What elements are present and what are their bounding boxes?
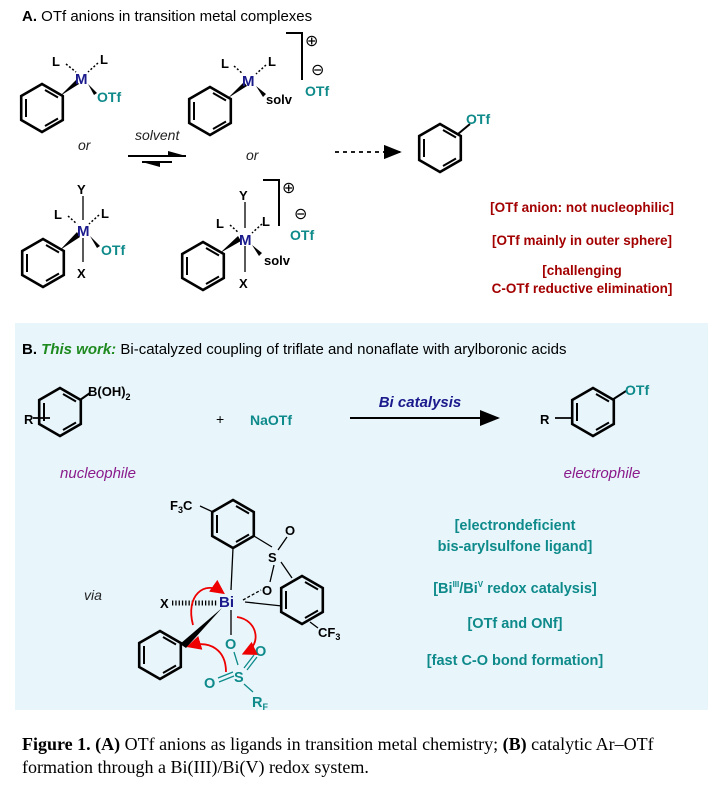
note: [BiIII/BiV redox catalysis] <box>433 580 597 597</box>
arrow-label: Bi catalysis <box>379 394 462 411</box>
y-label: Y <box>77 182 86 197</box>
solv-label: solv <box>266 92 293 107</box>
ligand-label: L <box>54 207 62 222</box>
positive-charge: ⊕ <box>305 33 318 50</box>
note: bis-arylsulfone ligand] <box>438 539 593 555</box>
note: [fast C-O bond formation] <box>427 653 604 669</box>
caption-part-a: (A) <box>95 734 121 754</box>
ligand-label: L <box>100 52 108 67</box>
note: [challenging <box>542 263 622 278</box>
r-group-label: R <box>24 412 34 427</box>
scheme: A. OTf anions in transition metal comple… <box>15 8 708 712</box>
x-label: X <box>77 266 86 281</box>
note: C-OTf reductive elimination] <box>492 281 673 296</box>
ligand-label: L <box>101 206 109 221</box>
panel-b-title: B. This work: Bi-catalyzed coupling of t… <box>22 341 566 358</box>
note: [electrondeficient <box>455 518 576 534</box>
f3c-label: F3C <box>170 498 193 515</box>
aryl-triflate-product: OTf <box>417 111 490 174</box>
oxygen-label: O <box>225 637 236 653</box>
y-label: Y <box>239 188 248 203</box>
metal-label: M <box>77 223 90 240</box>
naotf-label: NaOTf <box>250 412 292 428</box>
plus-sign: + <box>216 411 224 427</box>
phenyl-ring <box>180 240 226 292</box>
or-label: or <box>246 147 260 163</box>
metal-label: M <box>239 232 252 249</box>
panel-b-background <box>15 323 708 710</box>
negative-charge: ⊖ <box>311 62 324 79</box>
boronic-acid-label: B(OH)2 <box>88 384 131 402</box>
figure-caption: Figure 1. (A) OTf anions as ligands in t… <box>22 733 712 779</box>
cationic-octahedral-complex: Y L L M solv X ⊕ ⊖ OTf <box>180 179 314 292</box>
x-label: X <box>160 596 169 611</box>
panel-a-title: A. OTf anions in transition metal comple… <box>22 8 312 25</box>
or-label: or <box>78 137 92 153</box>
otf-label: OTf <box>97 89 121 105</box>
metal-label: M <box>242 73 255 90</box>
solv-label: solv <box>264 253 291 268</box>
aryl-metal-otf-complex: L L M OTf <box>19 52 121 134</box>
phenyl-ring <box>19 82 65 134</box>
panel-b-notes: [electrondeficient bis-arylsulfone ligan… <box>427 518 604 669</box>
phenyl-ring <box>187 85 233 137</box>
bismuth-label: Bi <box>219 594 234 611</box>
x-label: X <box>239 276 248 291</box>
otf-label: OTf <box>466 111 490 127</box>
oxygen-label: O <box>204 676 215 692</box>
negative-charge: ⊖ <box>294 206 307 223</box>
panel-b: B. This work: Bi-catalyzed coupling of t… <box>15 323 708 712</box>
electron-arrow <box>186 636 227 673</box>
bismuth-intermediate: S O O CF3 F3C Bi X O S O <box>137 498 340 712</box>
oxygen-label: O <box>255 644 266 660</box>
electron-arrow <box>190 579 225 626</box>
arylboronic-acid: R B(OH)2 <box>24 384 131 438</box>
panel-a: A. OTf anions in transition metal comple… <box>19 8 674 296</box>
ligand-label: L <box>221 56 229 71</box>
ligand-label: L <box>268 54 276 69</box>
phenyl-ring <box>417 122 463 174</box>
solvent-label: solvent <box>135 127 180 143</box>
otf-counterion: OTf <box>305 83 329 99</box>
rf-label: RF <box>252 695 268 712</box>
positive-charge: ⊕ <box>282 180 295 197</box>
phenyl-ring <box>20 237 66 289</box>
panel-a-notes: [OTf anion: not nucleophilic] [OTf mainl… <box>490 200 674 296</box>
metal-label: M <box>75 71 88 88</box>
caption-text-a: OTf anions as ligands in transition meta… <box>120 734 503 754</box>
cf3-label: CF3 <box>318 625 340 642</box>
otf-label: OTf <box>625 382 649 398</box>
oxygen-label: O <box>262 583 272 598</box>
cationic-solvato-complex: L L M solv ⊕ ⊖ OTf <box>187 32 329 137</box>
note: [OTf mainly in outer sphere] <box>492 233 672 248</box>
equilibrium-arrows <box>128 151 186 167</box>
note: [OTf and ONf] <box>467 616 562 632</box>
via-label: via <box>84 587 102 603</box>
ligand-label: L <box>262 214 270 229</box>
electron-arrow <box>236 616 258 655</box>
r-group-label: R <box>540 412 550 427</box>
otf-counterion: OTf <box>290 227 314 243</box>
caption-part-b: (B) <box>502 734 527 754</box>
caption-label: Figure 1. <box>22 734 91 754</box>
otf-label: OTf <box>101 242 125 258</box>
sulfur-label: S <box>268 550 277 565</box>
caption-text-b: catalytic Ar–OTf formation through a Bi(… <box>22 734 654 777</box>
note: [OTf anion: not nucleophilic] <box>490 200 674 215</box>
electrophile-label: electrophile <box>564 465 641 482</box>
sulfur-label: S <box>234 670 244 686</box>
aryl-triflate: R OTf <box>540 382 649 438</box>
ligand-label: L <box>52 54 60 69</box>
octahedral-metal-otf-complex: Y L L M OTf X <box>20 182 125 289</box>
oxygen-label: O <box>285 523 295 538</box>
ligand-label: L <box>216 216 224 231</box>
nucleophile-label: nucleophile <box>60 465 136 482</box>
